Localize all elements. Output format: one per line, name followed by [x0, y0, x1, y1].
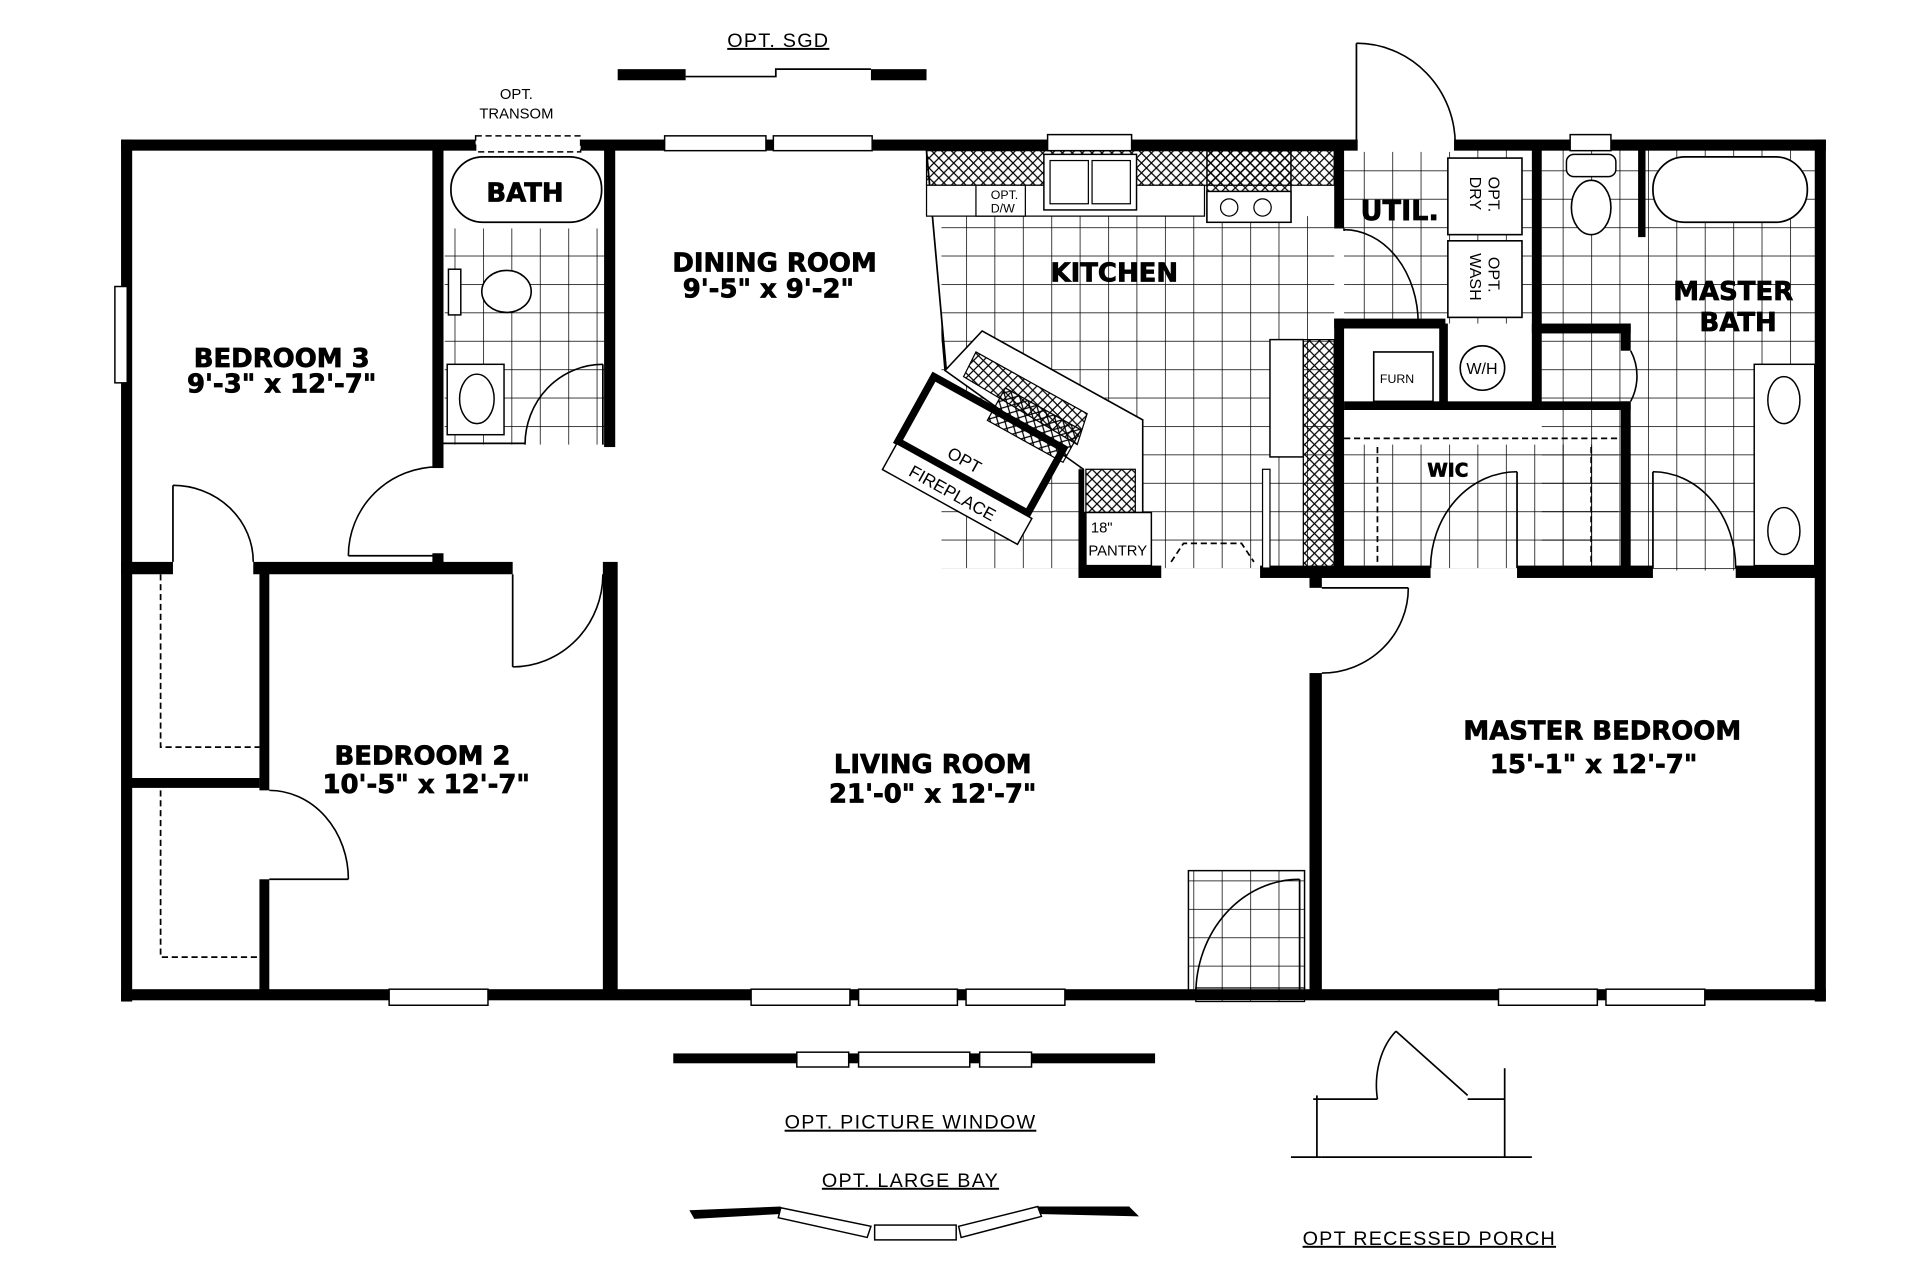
room-label-wic: WIC	[1427, 461, 1468, 482]
washer-label: OPT.	[1485, 257, 1503, 293]
dishwasher-label: D/W	[991, 201, 1015, 215]
room-dims-bedroom-2: 10'-5" x 12'-7"	[322, 770, 529, 800]
room-dims-living: 21'-0" x 12'-7"	[829, 780, 1036, 810]
windows	[114, 133, 1706, 1006]
sink	[1767, 375, 1801, 425]
pantry	[1085, 511, 1153, 567]
room-label-kitchen: KITCHEN	[1051, 259, 1179, 289]
master-bath-fixtures	[1565, 153, 1816, 567]
large-bay-label: OPT. LARGE BAY	[822, 1170, 999, 1192]
window	[114, 285, 128, 384]
entry-door	[1195, 878, 1306, 1003]
dryer-label: DRY	[1466, 177, 1484, 211]
window	[857, 988, 959, 1006]
utility-fixtures: OPT. DRY OPT. WASH FURN W/H	[1372, 157, 1523, 403]
refrigerator	[1269, 338, 1305, 458]
room-label-bath: BATH	[486, 178, 563, 208]
washer	[1447, 240, 1523, 319]
pantry-size: 18"	[1091, 520, 1113, 536]
utility-exterior-door	[1355, 42, 1457, 152]
window	[772, 135, 873, 152]
window	[1497, 988, 1599, 1006]
room-dims-bedroom-3: 9'-3" x 12'-7"	[187, 370, 376, 400]
room-label-master-bedroom: MASTER BEDROOM	[1463, 717, 1741, 747]
room-label-util: UTIL.	[1361, 196, 1439, 227]
option-details: OPT. TRANSOM OPT. SGD OPT. PICTURE WINDO…	[479, 30, 1556, 1250]
interior-walls	[121, 144, 1820, 997]
room-label-living: LIVING ROOM	[834, 750, 1032, 780]
pantry-label: PANTRY	[1088, 544, 1147, 560]
bathtub	[1652, 155, 1809, 224]
dishwasher	[975, 184, 1026, 217]
dishwasher-label: OPT.	[991, 188, 1018, 202]
room-label-dining: DINING ROOM	[672, 249, 876, 279]
sgd-symbol	[617, 68, 927, 81]
furnace	[1372, 351, 1434, 403]
room-dims-dining: 9'-5" x 9'-2"	[683, 275, 854, 305]
window	[965, 988, 1066, 1006]
water-heater	[1459, 344, 1506, 392]
water-heater-label: W/H	[1466, 360, 1497, 378]
toilet-tank	[447, 268, 462, 316]
recessed-porch-symbol	[1290, 1030, 1532, 1159]
toilet	[1570, 179, 1612, 236]
transom-label: OPT.	[500, 87, 533, 103]
dryer	[1447, 157, 1523, 236]
window	[750, 988, 851, 1006]
window	[663, 135, 767, 152]
window	[388, 988, 489, 1006]
picture-window-label: OPT. PICTURE WINDOW	[785, 1112, 1037, 1134]
transom-label: TRANSOM	[479, 107, 553, 123]
room-dims-master-bedroom: 15'-1" x 12'-7"	[1490, 750, 1697, 780]
room-labels: BATH BEDROOM 3 9'-3" x 12'-7" DINING ROO…	[187, 178, 1794, 810]
picture-window-symbol	[673, 1051, 1156, 1068]
window	[1605, 988, 1706, 1006]
recessed-porch-label: OPT RECESSED PORCH	[1303, 1228, 1556, 1250]
window	[1046, 133, 1133, 152]
closet-shelves	[159, 437, 1621, 958]
large-bay-symbol	[689, 1205, 1140, 1241]
washer-label: WASH	[1466, 253, 1484, 301]
hall-bath-fixtures	[446, 155, 603, 436]
dryer-label: OPT.	[1485, 177, 1503, 213]
room-label-master-bath: BATH	[1700, 308, 1777, 338]
sink	[458, 373, 495, 425]
sgd-label: OPT. SGD	[727, 30, 829, 52]
room-label-bedroom-3: BEDROOM 3	[194, 344, 370, 374]
room-label-master-bath: MASTER	[1673, 277, 1793, 307]
furnace-label: FURN	[1380, 372, 1414, 386]
toilet	[480, 269, 533, 314]
optional-fireplace: OPT FIREPLACE	[881, 371, 1082, 546]
room-label-bedroom-2: BEDROOM 2	[335, 741, 511, 771]
window	[1569, 133, 1612, 152]
sink	[1767, 506, 1801, 556]
transom-window	[474, 135, 582, 153]
interior-doors	[172, 228, 1737, 881]
bathtub	[450, 155, 603, 224]
